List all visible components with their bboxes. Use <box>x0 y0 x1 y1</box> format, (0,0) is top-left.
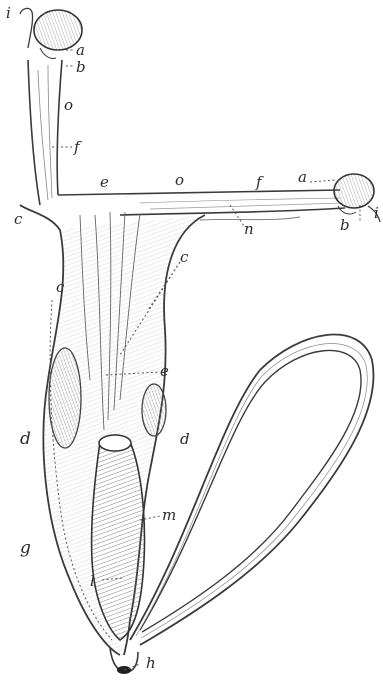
label-h-bottom: h <box>146 654 156 672</box>
label-f-right: f <box>255 173 264 191</box>
label-c-left-mid: c <box>56 278 65 296</box>
label-g-left: g <box>20 538 31 558</box>
label-m-right: m <box>162 506 176 524</box>
label-n-mid: n <box>244 220 254 238</box>
label-o-center: o <box>175 171 184 189</box>
label-c-right: c <box>180 248 189 266</box>
label-o-left: o <box>64 96 73 114</box>
label-c-left-top: c <box>14 210 23 228</box>
label-f-left: f <box>73 138 82 156</box>
label-a-right: a <box>298 168 307 186</box>
label-d-right: d <box>180 430 190 448</box>
label-i-right: i <box>374 204 379 222</box>
looping-duct <box>130 335 373 645</box>
label-b-right: b <box>340 216 350 234</box>
label-l-bottom: l <box>90 572 95 590</box>
label-i-top: i <box>6 4 11 22</box>
left-ovary <box>20 8 82 58</box>
label-e-center: e <box>100 173 109 191</box>
label-a-top: a <box>76 41 85 59</box>
label-e-mid: e <box>160 362 169 380</box>
left-horn <box>28 60 62 205</box>
label-d-left: d <box>20 429 31 449</box>
label-b-top: b <box>76 58 86 76</box>
